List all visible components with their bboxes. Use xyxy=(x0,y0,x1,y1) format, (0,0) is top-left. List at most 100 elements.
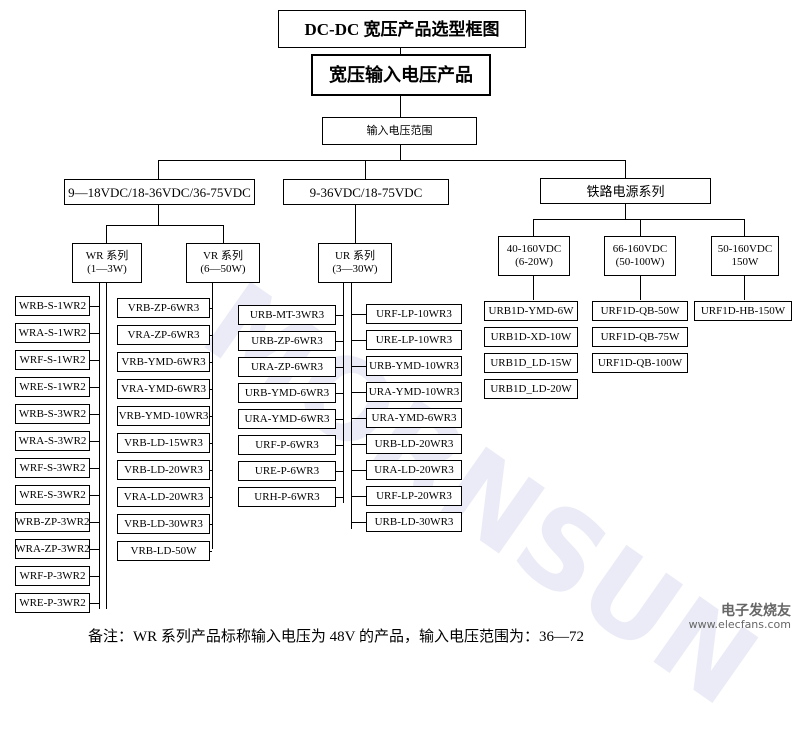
wr-product: WRF-S-3WR2 xyxy=(15,458,90,478)
connector-stub xyxy=(336,471,343,472)
connector-stub xyxy=(210,416,212,417)
category-wide-range: 9—18VDC/18-36VDC/36-75VDC xyxy=(64,179,255,205)
connector-stub xyxy=(336,341,343,342)
wr-product: WRA-S-3WR2 xyxy=(15,431,90,451)
connector-stub xyxy=(90,387,99,388)
connector-stub xyxy=(336,315,343,316)
connector-stub xyxy=(90,441,99,442)
diagram-title: DC-DC 宽压产品选型框图 xyxy=(278,10,526,48)
ur-left-product: URB-MT-3WR3 xyxy=(238,305,336,325)
series-wr: WR 系列 (1—3W) xyxy=(72,243,142,283)
connector-stub xyxy=(351,496,366,497)
logo-url: www.elecfans.com xyxy=(688,618,791,631)
rail3-product: URF1D-HB-150W xyxy=(694,301,792,321)
series-vr-power: (6—50W) xyxy=(200,263,246,275)
connector-stub xyxy=(336,393,343,394)
wr-product: WRE-S-1WR2 xyxy=(15,377,90,397)
vr-product: VRB-LD-30WR3 xyxy=(117,514,210,534)
connector-stub xyxy=(90,549,99,550)
connector-stub xyxy=(351,340,366,341)
series-rail3-name: 50-160VDC xyxy=(717,243,773,255)
rail1-product: URB1D_LD-20W xyxy=(484,379,578,399)
connector-stub xyxy=(351,314,366,315)
series-ur: UR 系列 (3—30W) xyxy=(318,243,392,283)
vr-product: VRB-ZP-6WR3 xyxy=(117,298,210,318)
connector-stub xyxy=(210,551,212,552)
rail1-product: URB1D-YMD-6W xyxy=(484,301,578,321)
ur-left-product: URH-P-6WR3 xyxy=(238,487,336,507)
connector-stub xyxy=(90,333,99,334)
series-vr-name: VR 系列 xyxy=(202,250,244,262)
connector-stub xyxy=(90,495,99,496)
ur-right-product: URA-LD-20WR3 xyxy=(366,460,462,480)
series-wr-power: (1—3W) xyxy=(87,263,127,275)
connector-stub xyxy=(210,389,212,390)
series-ur-name: UR 系列 xyxy=(334,250,376,262)
connector-stub xyxy=(210,524,212,525)
connector-stub xyxy=(336,367,343,368)
footnote: 备注：WR 系列产品标称输入电压为 48V 的产品，输入电压范围为：36—72 xyxy=(88,629,584,645)
connector-stub xyxy=(90,306,99,307)
ur-right-product: URA-YMD-10WR3 xyxy=(366,382,462,402)
connector-stub xyxy=(351,444,366,445)
vr-product: VRB-YMD-6WR3 xyxy=(117,352,210,372)
connector-stub xyxy=(351,470,366,471)
root-box: 输入电压范围 xyxy=(322,117,477,145)
connector-stub xyxy=(210,470,212,471)
series-rail-66-160: 66-160VDC (50-100W) xyxy=(604,236,676,276)
ur-left-product: URA-YMD-6WR3 xyxy=(238,409,336,429)
ur-right-product: URE-LP-10WR3 xyxy=(366,330,462,350)
wr-product: WRF-P-3WR2 xyxy=(15,566,90,586)
connector-stub xyxy=(90,603,99,604)
series-rail2-power: (50-100W) xyxy=(615,256,665,268)
series-rail-40-160: 40-160VDC (6-20W) xyxy=(498,236,570,276)
connector-stub xyxy=(351,418,366,419)
series-wr-name: WR 系列 xyxy=(85,250,129,262)
wr-product: WRB-ZP-3WR2 xyxy=(15,512,90,532)
category-railway: 铁路电源系列 xyxy=(540,178,711,204)
connector-stub xyxy=(336,497,343,498)
connector-stub xyxy=(351,392,366,393)
rail2-product: URF1D-QB-100W xyxy=(592,353,688,373)
wr-product: WRA-S-1WR2 xyxy=(15,323,90,343)
connector-stub xyxy=(90,576,99,577)
connector-stub xyxy=(90,468,99,469)
connector-stub xyxy=(351,522,366,523)
ur-right-product: URB-LD-30WR3 xyxy=(366,512,462,532)
ur-right-product: URB-LD-20WR3 xyxy=(366,434,462,454)
ur-left-product: URF-P-6WR3 xyxy=(238,435,336,455)
series-vr: VR 系列 (6—50W) xyxy=(186,243,260,283)
logo-cn: 电子发烧友 xyxy=(721,603,791,619)
vr-product: VRA-ZP-6WR3 xyxy=(117,325,210,345)
category-ur-range: 9-36VDC/18-75VDC xyxy=(283,179,449,205)
vr-product: VRB-YMD-10WR3 xyxy=(117,406,210,426)
site-logo: 电子发烧友 www.elecfans.com xyxy=(689,604,791,632)
vr-product: VRB-LD-50W xyxy=(117,541,210,561)
ur-left-product: URB-ZP-6WR3 xyxy=(238,331,336,351)
ur-right-product: URA-YMD-6WR3 xyxy=(366,408,462,428)
wr-product: WRB-S-3WR2 xyxy=(15,404,90,424)
wr-product: WRE-S-3WR2 xyxy=(15,485,90,505)
connector-stub xyxy=(90,414,99,415)
connector-stub xyxy=(336,445,343,446)
series-rail1-power: (6-20W) xyxy=(515,256,553,268)
series-rail3-power: 150W xyxy=(731,256,759,268)
series-rail1-name: 40-160VDC xyxy=(506,243,562,255)
connector-stub xyxy=(210,497,212,498)
connector-stub xyxy=(336,419,343,420)
rail1-product: URB1D-XD-10W xyxy=(484,327,578,347)
series-rail-50-160: 50-160VDC 150W xyxy=(711,236,779,276)
connector-stub xyxy=(210,335,212,336)
diagram-subtitle: 宽压输入电压产品 xyxy=(311,54,491,96)
wr-product: WRB-S-1WR2 xyxy=(15,296,90,316)
connector-stub xyxy=(210,362,212,363)
connector-stub xyxy=(90,360,99,361)
vr-product: VRA-LD-20WR3 xyxy=(117,487,210,507)
ur-left-product: URB-YMD-6WR3 xyxy=(238,383,336,403)
ur-left-product: URA-ZP-6WR3 xyxy=(238,357,336,377)
ur-right-product: URF-LP-10WR3 xyxy=(366,304,462,324)
wr-product: WRA-ZP-3WR2 xyxy=(15,539,90,559)
wr-product: WRE-P-3WR2 xyxy=(15,593,90,613)
vr-product: VRB-LD-15WR3 xyxy=(117,433,210,453)
vr-product: VRB-LD-20WR3 xyxy=(117,460,210,480)
